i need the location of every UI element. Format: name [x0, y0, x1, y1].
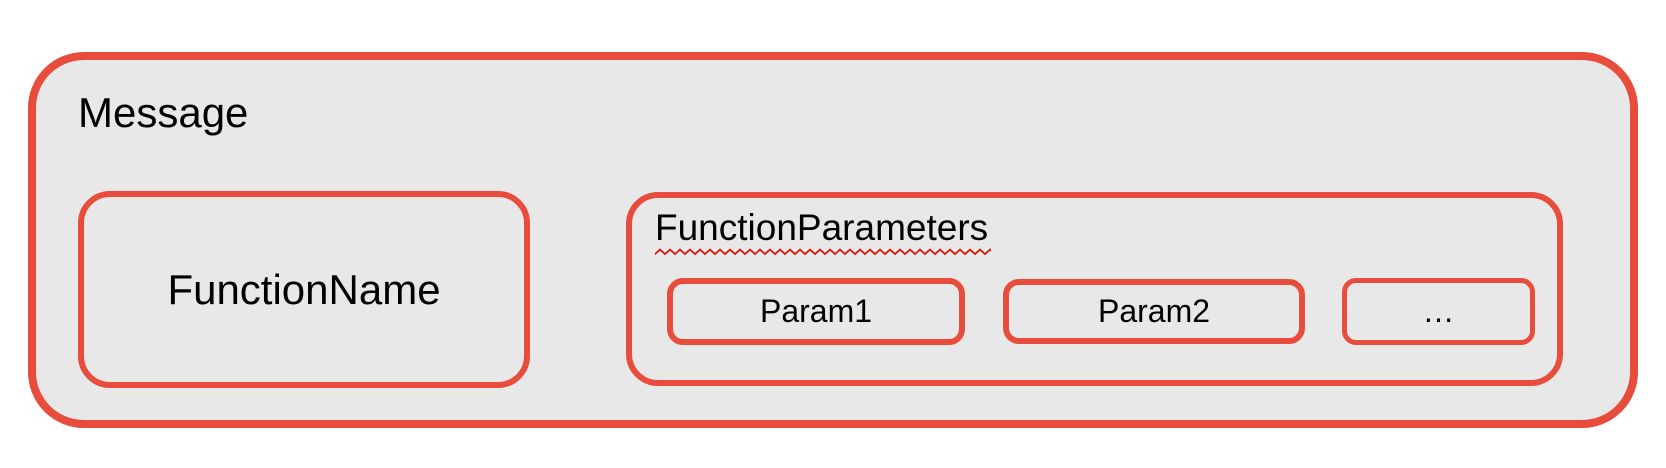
- param-ellipsis-box: …: [1342, 278, 1535, 345]
- param1-label: Param1: [759, 293, 873, 329]
- spellcheck-squiggle-underline: [655, 248, 991, 257]
- param1-box: Param1: [667, 278, 965, 345]
- param-ellipsis-label: …: [1422, 293, 1455, 329]
- function-name-box: FunctionName: [78, 191, 530, 388]
- function-name-label: FunctionName: [167, 265, 441, 313]
- function-parameters-label: FunctionParameters: [655, 207, 989, 248]
- param2-label: Param2: [1097, 293, 1211, 329]
- message-box: Message FunctionName FunctionParameters …: [28, 52, 1638, 428]
- function-parameters-box: FunctionParameters Param1 Param2 …: [626, 192, 1563, 386]
- param2-box: Param2: [1003, 279, 1305, 344]
- message-label: Message: [78, 89, 249, 136]
